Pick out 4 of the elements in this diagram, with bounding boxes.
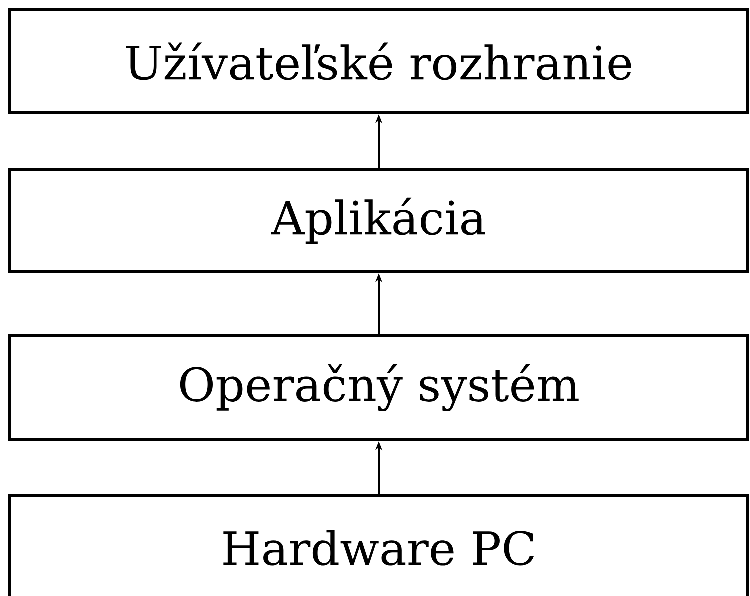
layer-box: Aplikácia [8,168,750,274]
layer-box: Užívateľské rozhranie [8,8,750,114]
layer-box: Operačný systém [8,334,750,442]
layer-box: Hardware PC [8,494,750,596]
